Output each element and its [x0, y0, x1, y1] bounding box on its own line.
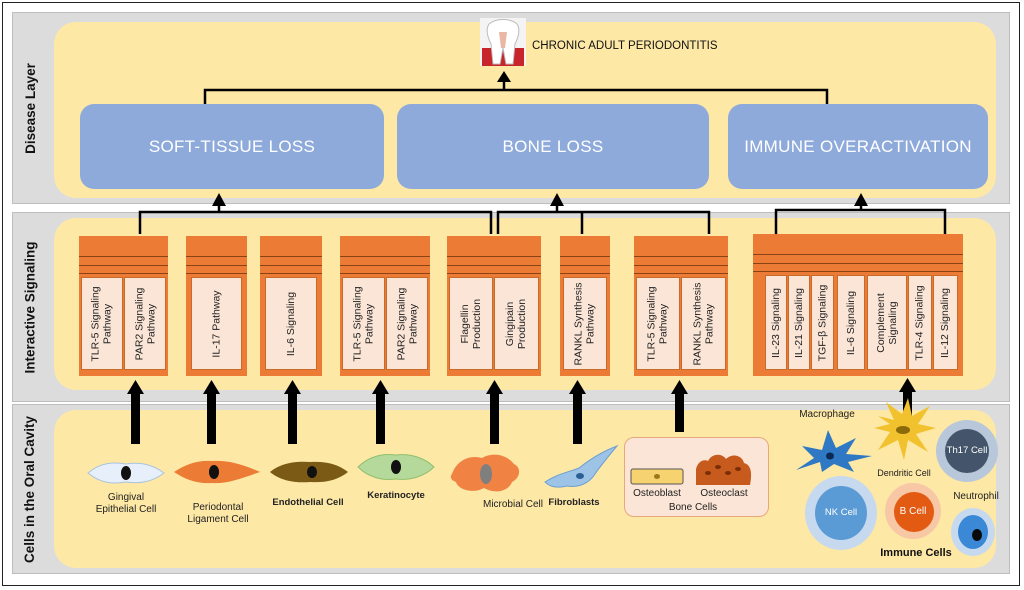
pathway-gingipain: Gingipain Production: [494, 277, 539, 370]
osteoblast-label: Osteoblast: [633, 488, 681, 499]
fibroblast-icon: [544, 444, 619, 488]
keratinocyte-icon: [357, 454, 435, 480]
pathway-group-gingival: TLR-5 Signaling Pathway PAR2 Signaling P…: [79, 236, 168, 376]
fibroblasts-label: Fibroblasts: [548, 497, 600, 508]
outcome-soft-tissue-loss: SOFT-TISSUE LOSS: [80, 104, 384, 189]
gingival-epithelial-cell-icon: [87, 462, 165, 484]
pathway-group-bone: TLR-5 Signaling Pathway RANKL Synthesis …: [634, 236, 728, 376]
microbial-cell-icon: [450, 454, 520, 492]
pathway-tlr5: TLR-5 Signaling Pathway: [81, 277, 123, 370]
pathway-group-keratinocyte: TLR-5 Signaling Pathway PAR2 Signaling P…: [340, 236, 430, 376]
bone-cells-label: Bone Cells: [668, 502, 718, 513]
pathway-il6: IL-6 Signaling: [837, 275, 865, 370]
macrophage-icon: [796, 430, 872, 472]
osteoblast-icon: [630, 468, 684, 485]
pathway-tgfb: TGF-β Signaling: [811, 275, 834, 370]
pathway-il23: IL-23 Signaling: [765, 275, 787, 370]
pathway-group-fibroblasts: RANKL Synthesis Pathway: [560, 236, 610, 376]
pathway-group-microbial: Flagellin Production Gingipain Productio…: [447, 236, 541, 376]
outcome-bone-loss: BONE LOSS: [397, 104, 709, 189]
immune-cells-label: Immune Cells: [880, 547, 952, 559]
gingival-epithelial-cell-label: Gingival Epithelial Cell: [95, 492, 157, 515]
outcome-immune-overactivation: IMMUNE OVERACTIVATION: [728, 104, 988, 189]
page-title: CHRONIC ADULT PERIODONTITIS: [532, 40, 718, 52]
dendritic-cell-icon: [874, 398, 936, 460]
pathway-rankl: RANKL Synthesis Pathway: [681, 277, 726, 370]
b-cell-icon: [885, 483, 941, 539]
pathway-complement: Complement Signaling: [867, 275, 907, 370]
osteoclast-icon: [696, 454, 752, 485]
neutrophil-label: Neutrophil: [953, 491, 999, 502]
endothelial-cell-label: Endothelial Cell: [272, 497, 344, 508]
b-cell-label: B Cell: [899, 506, 927, 517]
pathway-tlr5: TLR-5 Signaling Pathway: [342, 277, 385, 370]
nk-cell-icon: [805, 476, 877, 550]
pathway-rankl: RANKL Synthesis Pathway: [563, 277, 607, 370]
periodontal-ligament-cell-icon: [174, 460, 260, 484]
keratinocyte-label: Keratinocyte: [367, 490, 425, 501]
pathway-il21: IL-21 Signaling: [788, 275, 810, 370]
pathway-flagellin: Flagellin Production: [449, 277, 493, 370]
pathway-il6: IL-6 Signaling: [265, 277, 317, 370]
osteoclast-label: Osteoclast: [700, 488, 748, 499]
pathway-group-immune: IL-23 Signaling IL-21 Signaling TGF-β Si…: [753, 234, 963, 376]
macrophage-label: Macrophage: [799, 409, 855, 420]
neutrophil-icon: [951, 508, 995, 556]
microbial-cell-label: Microbial Cell: [482, 499, 543, 510]
periodontal-ligament-cell-label: Periodontal Ligament Cell: [187, 502, 249, 525]
nk-cell-label: NK Cell: [824, 507, 858, 518]
pathway-group-periodontal: IL-17 Pathway: [186, 236, 247, 376]
pathway-par2: PAR2 Signaling Pathway: [386, 277, 428, 370]
endothelial-cell-icon: [270, 461, 348, 483]
pathway-il17: IL-17 Pathway: [191, 277, 242, 370]
dendritic-cell-label: Dendritic Cell: [877, 468, 931, 478]
pathway-par2: PAR2 Signaling Pathway: [124, 277, 166, 370]
pathway-il12: IL-12 Signaling: [933, 275, 958, 370]
pathway-tlr4: TLR-4 Signaling: [908, 275, 932, 370]
pathway-group-endothelial: IL-6 Signaling: [260, 236, 322, 376]
pathway-tlr5: TLR-5 Signaling Pathway: [636, 277, 680, 370]
th17-cell-icon: [936, 420, 998, 482]
th17-cell-label: Th17 Cell: [946, 445, 988, 456]
tooth-icon: [480, 18, 526, 66]
